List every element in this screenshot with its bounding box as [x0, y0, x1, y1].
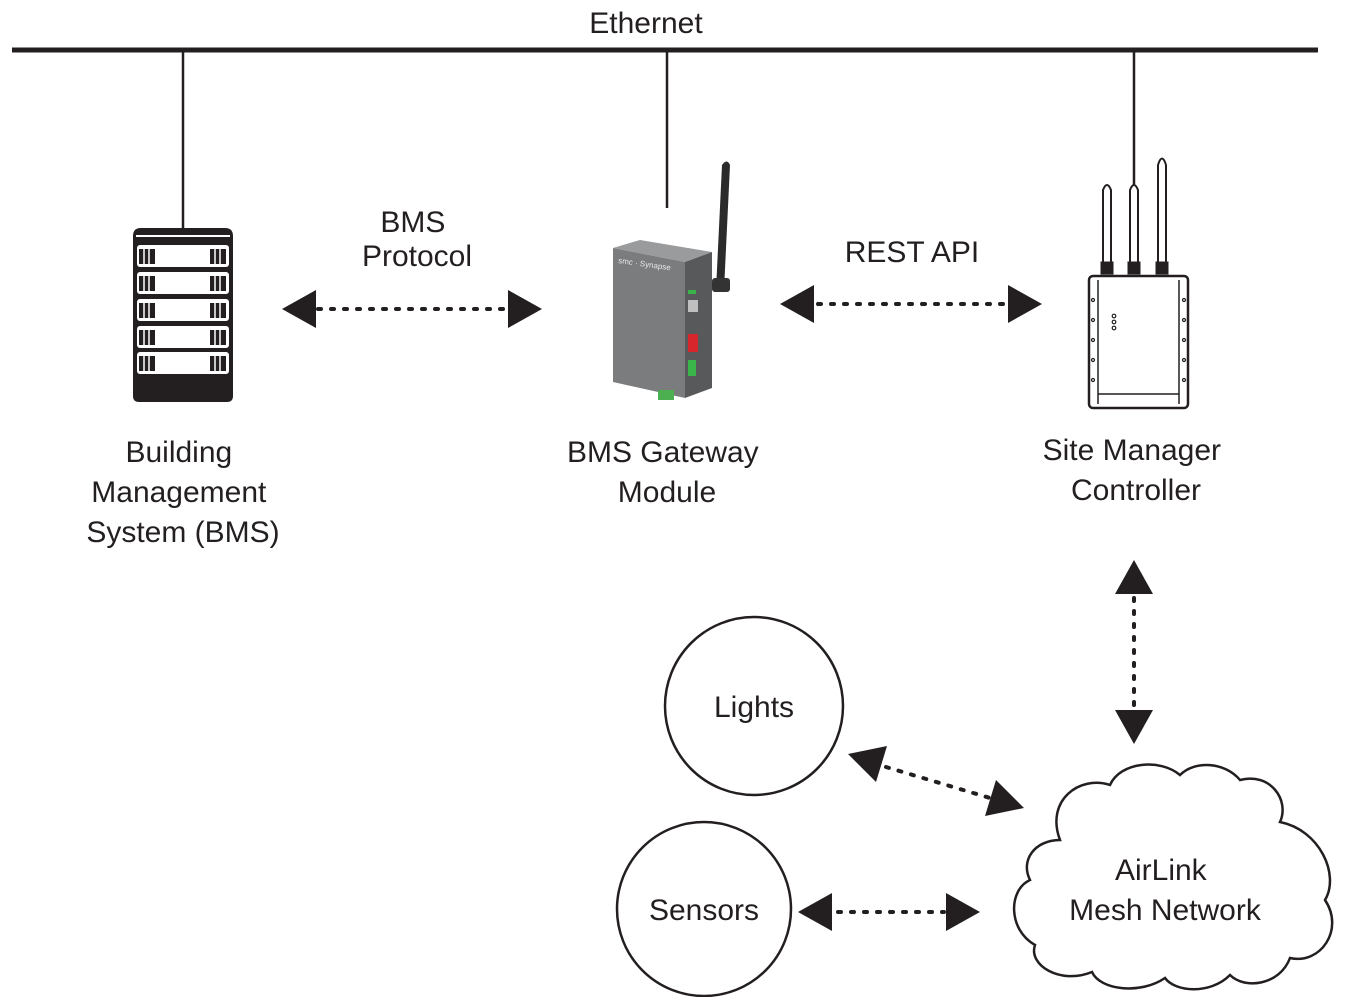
sensors-mesh-arrow	[798, 893, 980, 931]
sensors-node: Sensors	[615, 820, 793, 997]
lights-node: Lights	[663, 615, 845, 797]
rest-api-label: REST API	[845, 236, 980, 269]
controller-label: Site Manager Controller	[1043, 434, 1230, 507]
ethernet-label: Ethernet	[589, 7, 703, 40]
bms-label: Building Management System (BMS)	[86, 436, 279, 549]
mesh-network-label: AirLink Mesh Network	[1069, 854, 1262, 927]
gateway-device-icon: smc · Synapse	[613, 161, 730, 400]
bms-protocol-label: BMS Protocol	[362, 206, 472, 273]
controller-mesh-arrow	[1115, 560, 1153, 744]
rest-api-arrow	[780, 285, 1042, 323]
lights-label: Lights	[714, 691, 794, 724]
server-rack-icon	[133, 228, 233, 402]
mesh-network-cloud: AirLink Mesh Network	[1012, 763, 1334, 991]
gateway-label: BMS Gateway Module	[567, 436, 767, 509]
bms-protocol-arrow	[282, 290, 542, 328]
router-antenna-icon	[1087, 157, 1190, 410]
lights-mesh-arrow	[848, 746, 1024, 816]
sensors-label: Sensors	[649, 894, 759, 927]
